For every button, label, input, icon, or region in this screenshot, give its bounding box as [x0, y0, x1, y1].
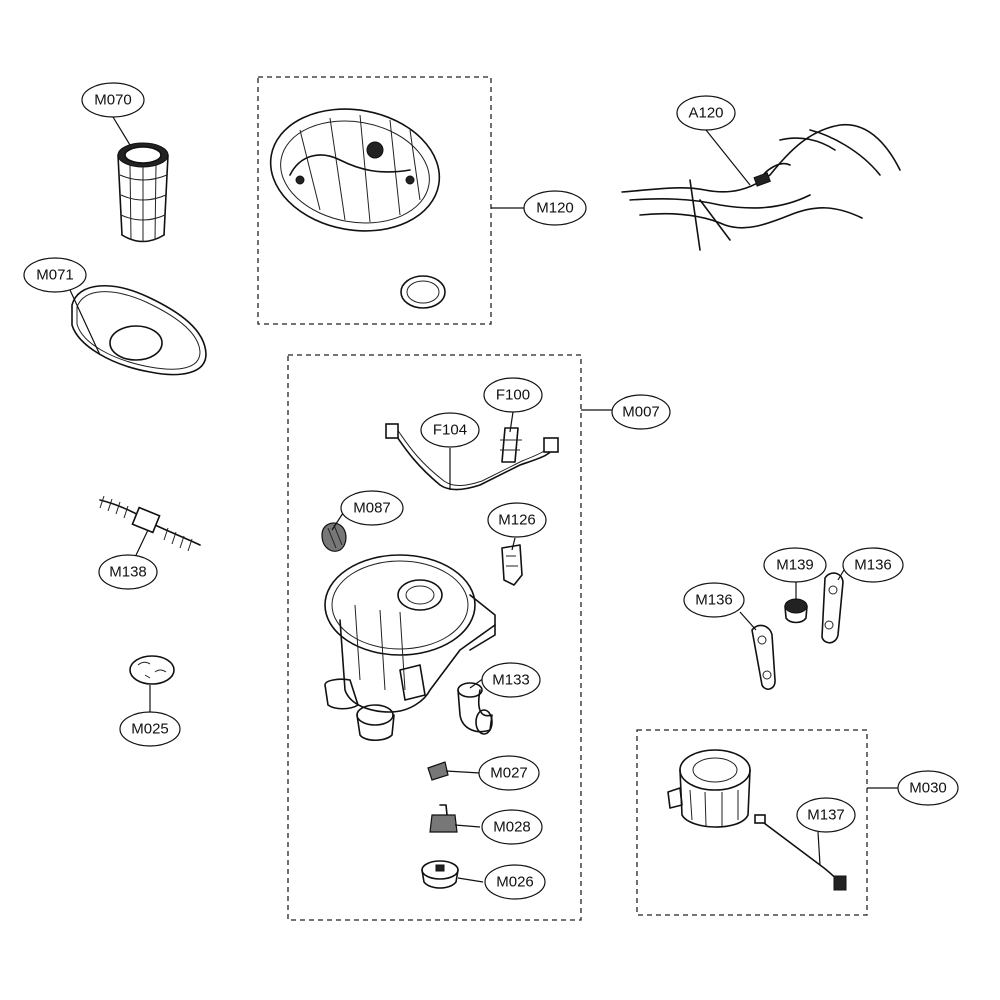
svg-text:M139: M139: [776, 557, 814, 574]
svg-text:M120: M120: [536, 200, 574, 217]
callout-m030[interactable]: M030: [897, 770, 959, 806]
callout-m025[interactable]: M025: [119, 711, 181, 747]
callout-m138[interactable]: M138: [98, 554, 158, 590]
m071-gasket-part[interactable]: [71, 285, 207, 376]
svg-text:M138: M138: [109, 564, 147, 581]
callout-m028[interactable]: M028: [481, 809, 543, 845]
svg-text:M136: M136: [695, 592, 733, 609]
svg-text:M030: M030: [909, 780, 947, 797]
svg-text:M007: M007: [622, 404, 660, 421]
m025-cap-part[interactable]: [129, 655, 175, 685]
callout-m139[interactable]: M139: [763, 547, 827, 583]
m136-bracket-left-part[interactable]: [751, 624, 776, 690]
svg-text:M133: M133: [492, 672, 530, 689]
callout-m120[interactable]: M120: [523, 190, 587, 226]
m138-hose-part[interactable]: [99, 495, 201, 552]
svg-text:F100: F100: [496, 387, 530, 404]
svg-text:M071: M071: [36, 267, 74, 284]
callout-a120[interactable]: A120: [676, 95, 736, 131]
m028-thermistor-part[interactable]: [429, 804, 458, 833]
svg-text:M027: M027: [490, 765, 528, 782]
m070-filter-part[interactable]: [117, 142, 169, 243]
callout-m126[interactable]: M126: [487, 502, 547, 538]
m120-filter-plate-part[interactable]: [261, 96, 449, 309]
group-box-m007: [287, 354, 582, 921]
callout-m136-right[interactable]: M136: [842, 547, 904, 583]
m126-clip-part[interactable]: [501, 544, 523, 586]
callout-m026[interactable]: M026: [484, 864, 546, 900]
m087-valve-part[interactable]: [321, 522, 347, 552]
callout-m137[interactable]: M137: [796, 797, 856, 833]
leader-lines: [69, 116, 900, 883]
svg-text:M087: M087: [353, 500, 391, 517]
svg-text:M025: M025: [131, 721, 169, 738]
callout-m136-left[interactable]: M136: [683, 582, 745, 618]
f104-tube-part[interactable]: [385, 423, 559, 491]
svg-text:M137: M137: [807, 807, 845, 824]
m136-bracket-right-part[interactable]: [821, 572, 844, 644]
callout-f104[interactable]: F104: [420, 412, 480, 448]
m030-motor-part[interactable]: [667, 749, 751, 828]
svg-text:M028: M028: [493, 819, 531, 836]
callout-f100[interactable]: F100: [483, 377, 543, 413]
callout-m071[interactable]: M071: [23, 257, 87, 293]
svg-text:M136: M136: [854, 557, 892, 574]
callout-m027[interactable]: M027: [478, 755, 540, 791]
callout-m087[interactable]: M087: [340, 490, 404, 526]
a120-wire-harness-part[interactable]: [621, 123, 901, 251]
m027-sensor-part[interactable]: [427, 761, 449, 781]
svg-text:A120: A120: [688, 105, 723, 122]
svg-text:M070: M070: [94, 92, 132, 109]
svg-text:F104: F104: [433, 422, 467, 439]
svg-text:M126: M126: [498, 512, 536, 529]
f100-fitting-part[interactable]: [500, 427, 522, 463]
sump-housing-part[interactable]: [324, 554, 496, 742]
group-box-m120: [257, 76, 492, 325]
m139-grommet-part[interactable]: [784, 598, 808, 624]
callout-m007[interactable]: M007: [611, 394, 671, 430]
callout-m070[interactable]: M070: [81, 82, 145, 118]
svg-text:M026: M026: [496, 874, 534, 891]
m133-elbow-part[interactable]: [457, 682, 493, 735]
callout-m133[interactable]: M133: [481, 662, 541, 698]
m026-cap-part[interactable]: [421, 860, 459, 889]
